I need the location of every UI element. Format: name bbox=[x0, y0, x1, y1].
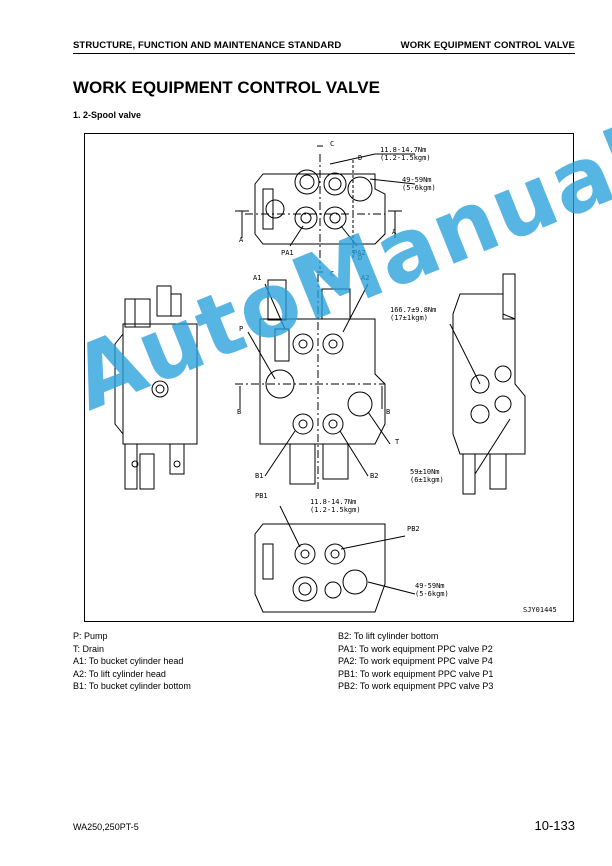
legend-right: B2: To lift cylinder bottom PA1: To work… bbox=[338, 630, 493, 693]
label-section-a-left: A bbox=[239, 236, 244, 244]
torque-right-3: 59±10Nm bbox=[410, 468, 440, 476]
label-port-pa2: PA2 bbox=[353, 249, 366, 257]
label-section-c-bottom: C bbox=[330, 270, 334, 278]
label-port-pb2: PB2 bbox=[407, 525, 420, 533]
legend-item-pb1: PB1: To work equipment PPC valve P1 bbox=[338, 668, 494, 679]
torque-right-2: (17±1kgm) bbox=[390, 314, 428, 322]
torque-bottom-2: (1.2-1.5kgm) bbox=[310, 506, 361, 514]
torque-top-2: (1.2-1.5kgm) bbox=[380, 154, 431, 162]
label-port-pa1: PA1 bbox=[281, 249, 294, 257]
label-port-a2: A2 bbox=[361, 274, 369, 282]
label-port-t: T bbox=[395, 438, 400, 446]
top-view bbox=[235, 145, 416, 273]
header-chapter-title: WORK EQUIPMENT CONTROL VALVE bbox=[400, 40, 575, 51]
legend-item-a1: A1: To bucket cylinder head bbox=[73, 656, 184, 667]
right-side-view bbox=[449, 273, 526, 495]
label-section-d-top: D bbox=[358, 154, 362, 162]
front-view bbox=[235, 274, 391, 489]
valve-diagram-drawing: C C D D A A PA1 PA2 11.8-14.7Nm (1.2-1.5… bbox=[114, 140, 557, 614]
torque-top-3: 49-59Nm bbox=[402, 176, 432, 184]
legend-item-p: P: Pump bbox=[73, 631, 108, 641]
legend-item-t: T: Drain bbox=[73, 643, 105, 654]
page-title: WORK EQUIPMENT CONTROL VALVE bbox=[73, 78, 380, 97]
label-port-b1: B1 bbox=[255, 472, 263, 480]
label-section-a-right: A bbox=[392, 228, 397, 236]
legend-item-b2: B2: To lift cylinder bottom bbox=[338, 631, 439, 641]
label-section-d-bottom: D bbox=[358, 254, 362, 262]
section-subtitle: 1. 2-Spool valve bbox=[73, 110, 142, 120]
torque-bottom-3: 49-59Nm bbox=[415, 582, 445, 590]
label-section-b-right: B bbox=[386, 408, 390, 416]
header-section-title: STRUCTURE, FUNCTION AND MAINTENANCE STAN… bbox=[73, 40, 342, 51]
figure-id: SJY01445 bbox=[523, 606, 557, 614]
torque-top-4: (5-6kgm) bbox=[402, 184, 436, 192]
torque-top-1: 11.8-14.7Nm bbox=[380, 146, 426, 154]
legend-item-pa1: PA1: To work equipment PPC valve P2 bbox=[338, 643, 493, 654]
footer-model: WA250,250PT-5 bbox=[73, 822, 139, 832]
label-port-p: P bbox=[239, 325, 243, 333]
left-side-view bbox=[114, 285, 198, 490]
legend-left: P: Pump T: Drain A1: To bucket cylinder … bbox=[73, 630, 191, 693]
torque-bottom-4: (5-6kgm) bbox=[415, 590, 449, 598]
torque-bottom-1: 11.8-14.7Nm bbox=[310, 498, 356, 506]
label-section-c-top: C bbox=[330, 140, 334, 148]
legend-item-pa2: PA2: To work equipment PPC valve P4 bbox=[338, 656, 493, 667]
bottom-view bbox=[254, 505, 416, 613]
torque-right-4: (6±1kgm) bbox=[410, 476, 444, 484]
label-port-a1: A1 bbox=[253, 274, 261, 282]
valve-diagram: C C D D A A PA1 PA2 11.8-14.7Nm (1.2-1.5… bbox=[84, 133, 574, 622]
torque-right-1: 166.7±9.8Nm bbox=[390, 306, 436, 314]
label-port-b2: B2 bbox=[370, 472, 378, 480]
footer-page-number: 10-133 bbox=[534, 818, 575, 833]
header-divider bbox=[73, 53, 575, 54]
label-section-b-left: B bbox=[237, 408, 241, 416]
legend-item-pb2: PB2: To work equipment PPC valve P3 bbox=[338, 681, 494, 692]
label-port-pb1: PB1 bbox=[255, 492, 268, 500]
legend-item-b1: B1: To bucket cylinder bottom bbox=[73, 681, 191, 692]
legend-item-a2: A2: To lift cylinder head bbox=[73, 668, 166, 679]
